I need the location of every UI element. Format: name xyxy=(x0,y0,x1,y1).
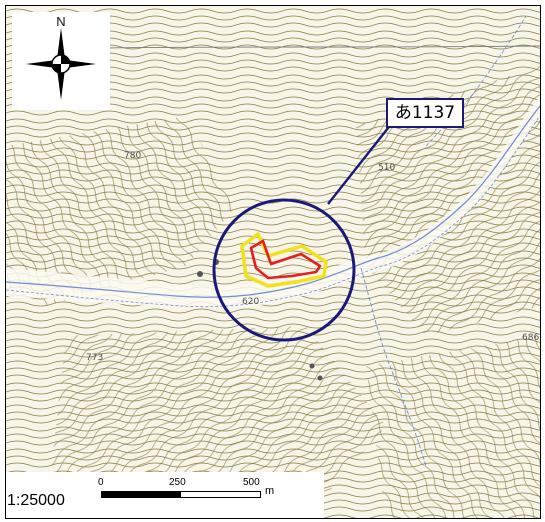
terrain-contours-ridge-east xyxy=(356,66,540,336)
elevation-label: 510 xyxy=(378,163,395,173)
tributary-south xyxy=(360,267,427,467)
map-canvas: 780 510 620 773 686 xyxy=(6,6,540,518)
north-label: N xyxy=(56,14,66,29)
terrain-contours-ridge-west xyxy=(6,116,236,306)
scale-ratio: 1:25000 xyxy=(7,492,65,509)
scale-unit: m xyxy=(265,485,275,497)
compass-rose-icon xyxy=(26,28,96,100)
river-main xyxy=(6,105,540,298)
building-marker xyxy=(197,271,203,277)
site-buffer xyxy=(240,232,328,288)
callout-leader-line xyxy=(327,122,393,205)
scale-bar-segment xyxy=(102,492,181,497)
road-line xyxy=(105,45,540,49)
river-bank xyxy=(6,115,540,308)
focus-circle xyxy=(212,198,356,342)
scale-tick-label: 500 xyxy=(243,477,260,488)
scale-tick-label: 250 xyxy=(169,477,186,488)
elevation-label: 620 xyxy=(242,297,259,307)
elevation-label: 780 xyxy=(124,151,141,161)
valley-floor xyxy=(6,96,540,309)
terrain-contours-ridge-south-east xyxy=(366,336,540,518)
terrain-contours-ridge-south xyxy=(46,326,386,518)
north-arrow: N xyxy=(12,12,110,110)
scale-tick-label: 0 xyxy=(98,477,104,488)
building-marker xyxy=(309,363,315,369)
scale-legend: 1:25000 0 250 500 m xyxy=(6,472,324,518)
site-outline[interactable] xyxy=(249,239,322,280)
site-callout-label: あ1137 xyxy=(386,98,464,128)
scale-bar xyxy=(101,491,261,498)
elevation-label: 773 xyxy=(86,353,103,363)
topographic-map[interactable]: 780 510 620 773 686 N あ1137 1:25000 0 25… xyxy=(5,5,541,519)
tributary-north-east xyxy=(425,15,527,147)
building-marker xyxy=(317,375,323,381)
elevation-label: 686 xyxy=(522,333,539,343)
